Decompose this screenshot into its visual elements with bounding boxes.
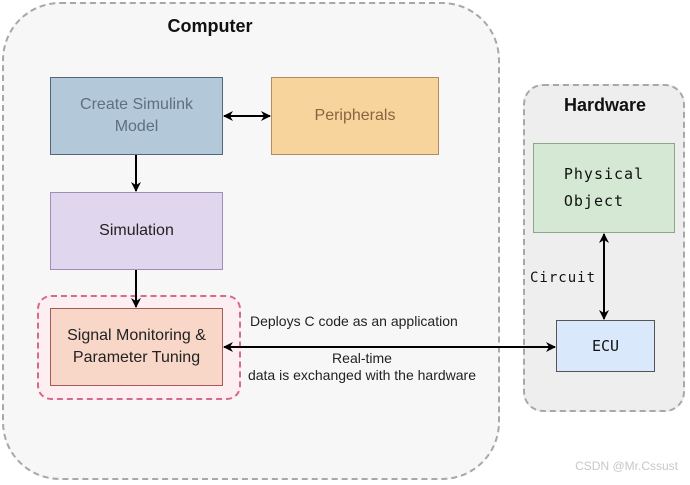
realtime-label-line1: Real-time: [332, 350, 392, 366]
ecu-node[interactable]: ECU: [556, 320, 655, 372]
circuit-label: Circuit: [530, 270, 597, 286]
signal-monitoring-node[interactable]: Signal Monitoring & Parameter Tuning: [50, 308, 223, 386]
create-simulink-model-label: Create Simulink Model: [80, 96, 193, 135]
peripherals-node[interactable]: Peripherals: [271, 77, 439, 155]
watermark: CSDN @Mr.Cssust: [575, 459, 678, 473]
realtime-label-line2: data is exchanged with the hardware: [247, 367, 477, 383]
physical-object-label-line2: Object: [563, 192, 625, 210]
simulation-label: Simulation: [99, 222, 174, 239]
physical-object-node[interactable]: Physical Object: [533, 143, 675, 233]
signal-monitoring-label-line2: Parameter Tuning: [72, 349, 201, 366]
realtime-label: Real-time data is exchanged with the har…: [226, 350, 498, 384]
deploy-label: Deploys C code as an application: [250, 313, 458, 329]
hardware-title: Hardware: [563, 95, 647, 115]
signal-monitoring-label-line1: Signal Monitoring &: [67, 327, 206, 344]
simulation-node[interactable]: Simulation: [50, 192, 223, 270]
create-simulink-model-node[interactable]: Create Simulink Model: [50, 77, 223, 155]
peripherals-label: Peripherals: [314, 107, 396, 124]
physical-object-label-line1: Physical: [563, 165, 645, 183]
computer-title: Computer: [167, 16, 253, 36]
ecu-label: ECU: [591, 337, 620, 355]
